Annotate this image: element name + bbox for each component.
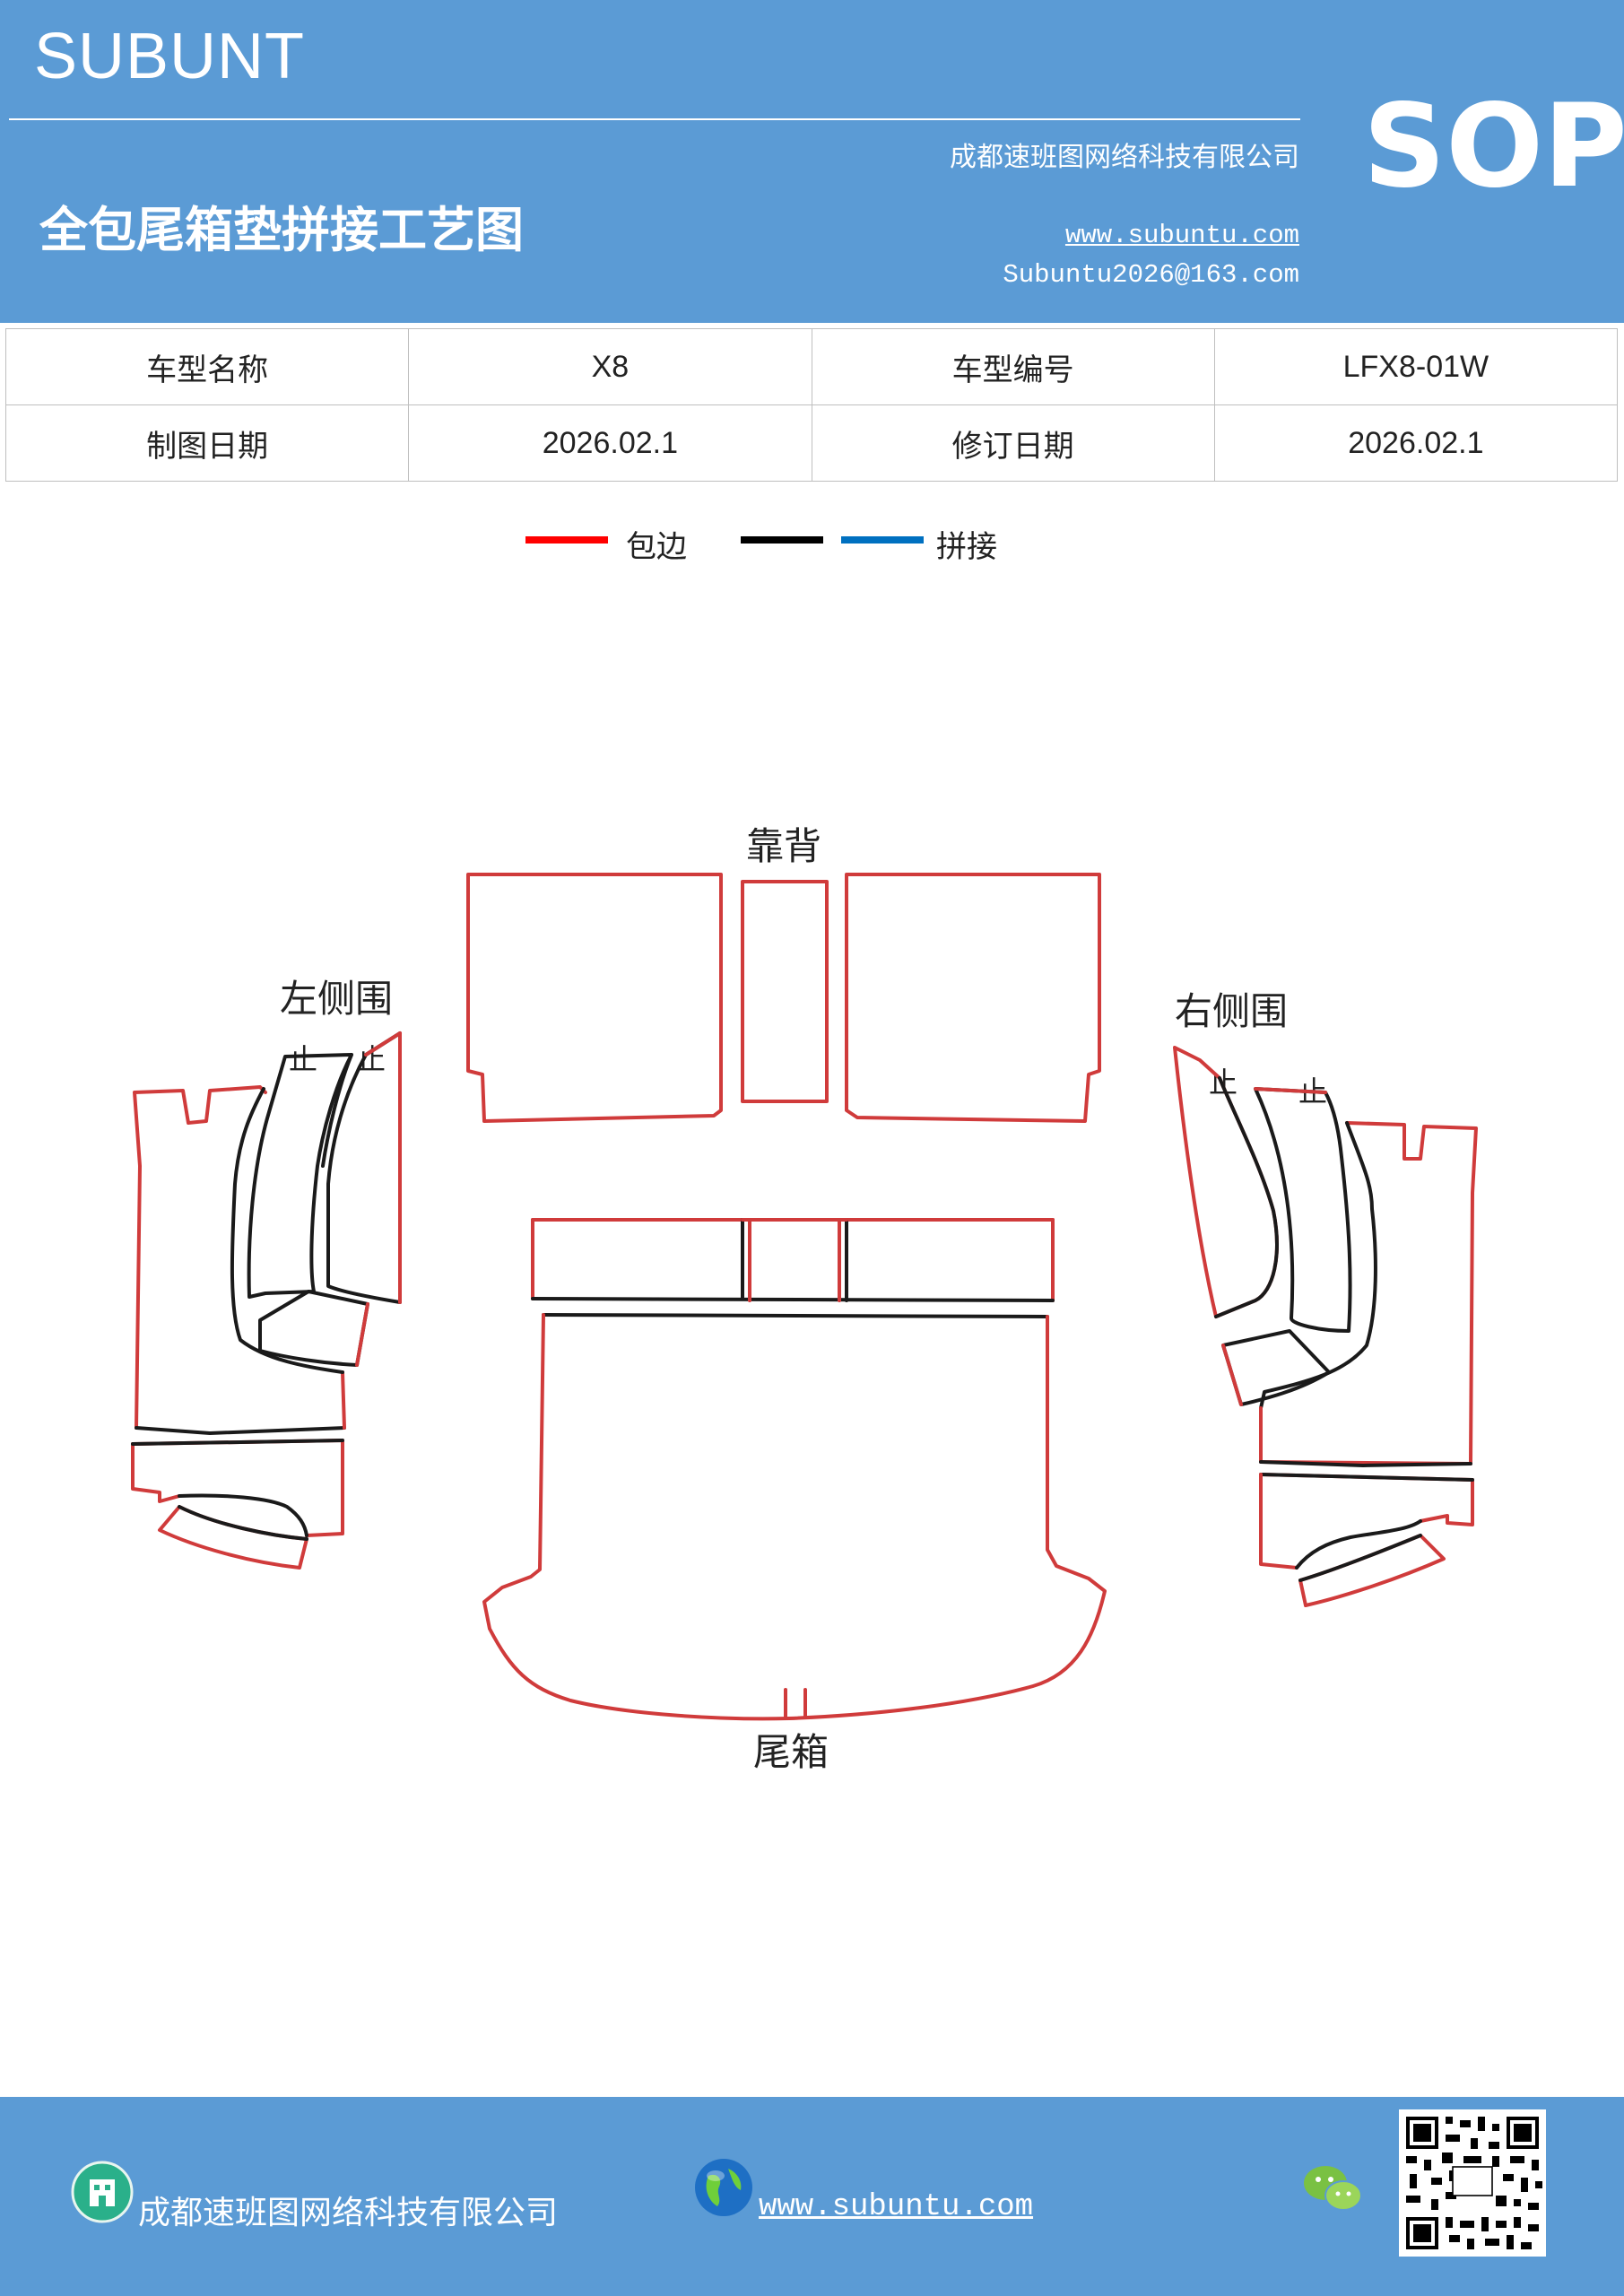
header-company: 成都速班图网络科技有限公司 — [950, 142, 1299, 173]
legend-seam-swatch-blue — [841, 536, 924, 544]
page-title: 全包尾箱垫拼接工艺图 — [39, 201, 524, 258]
footer-company: 成都速班图网络科技有限公司 — [138, 2195, 559, 2231]
backrest-right-panel — [845, 873, 1101, 1123]
backrest-left-panel — [466, 873, 723, 1123]
stop-mark: 止 — [289, 1042, 317, 1076]
footer-website-link[interactable]: www.subuntu.com — [759, 2190, 1034, 2224]
model-code-value: LFX8-01W — [1213, 328, 1619, 405]
draw-date-value: 2026.02.1 — [408, 404, 812, 482]
info-table: 车型名称 X8 车型编号 LFX8-01W 制图日期 2026.02.1 修订日… — [4, 328, 1619, 482]
draw-date-label: 制图日期 — [4, 404, 410, 482]
legend-binding-label: 包边 — [626, 529, 687, 565]
model-name-label: 车型名称 — [4, 328, 410, 405]
building-icon — [71, 2161, 134, 2223]
header-banner: SUBUNT 成都速班图网络科技有限公司 全包尾箱垫拼接工艺图 www.subu… — [0, 0, 1624, 323]
left-side-trim — [131, 1031, 402, 1570]
stop-mark: 止 — [357, 1042, 386, 1076]
table-row: 制图日期 2026.02.1 修订日期 2026.02.1 — [4, 404, 1619, 482]
trunk-floor — [482, 1313, 1107, 1721]
header-divider — [9, 118, 1300, 120]
qr-code — [1399, 2109, 1546, 2257]
header-website-link[interactable]: www.subuntu.com — [1064, 221, 1299, 250]
backrest-center-panel — [741, 880, 829, 1103]
trunk-top-strips — [531, 1218, 1055, 1302]
backrest-panels — [466, 873, 1101, 1123]
right-side-label: 右侧围 — [1175, 989, 1288, 1033]
globe-icon — [695, 2159, 752, 2216]
sop-badge: SOP — [1363, 80, 1624, 213]
wechat-icon[interactable] — [1302, 2161, 1365, 2215]
brand-name: SUBUNT — [34, 21, 306, 92]
right-side-trim — [1173, 1046, 1478, 1607]
backrest-label: 靠背 — [746, 824, 821, 868]
revise-date-label: 修订日期 — [811, 404, 1215, 482]
header-email[interactable]: Subuntu2026@163.com — [1003, 260, 1299, 290]
model-name-value: X8 — [408, 328, 812, 405]
trunk-label: 尾箱 — [753, 1730, 829, 1774]
legend-seam-label: 拼接 — [936, 529, 997, 565]
revise-date-value: 2026.02.1 — [1213, 404, 1619, 482]
mat-layout-diagram: 靠背 左侧围 右侧围 尾箱 止 止 止 止 — [131, 824, 1478, 1774]
model-code-label: 车型编号 — [811, 328, 1215, 405]
legend-seam-swatch-black — [741, 536, 823, 544]
left-side-label: 左侧围 — [280, 977, 393, 1021]
table-row: 车型名称 X8 车型编号 LFX8-01W — [4, 328, 1619, 405]
legend-binding-swatch — [525, 536, 608, 544]
legend: 包边 拼接 — [0, 520, 1624, 574]
